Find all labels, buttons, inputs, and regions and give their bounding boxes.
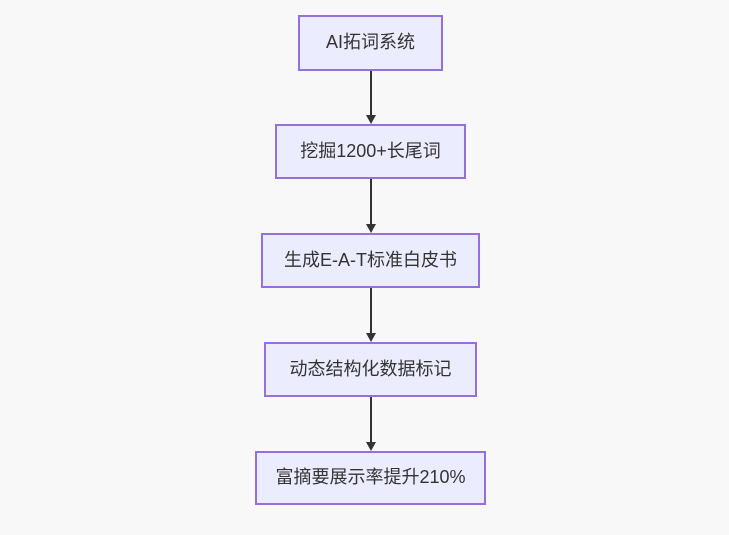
flow-node-label: 生成E-A-T标准白皮书 <box>284 249 457 270</box>
flow-edge-line <box>369 71 372 115</box>
flow-edge-2-3 <box>365 179 376 233</box>
flow-node-label: 挖掘1200+长尾词 <box>300 140 441 161</box>
flow-edge-line <box>369 179 372 224</box>
flow-node-dynamic-structured-data-markup: 动态结构化数据标记 <box>264 342 477 397</box>
flow-node-label: 富摘要展示率提升210% <box>275 467 466 488</box>
flow-node-label: 动态结构化数据标记 <box>289 358 452 379</box>
arrowhead-down-icon <box>365 442 376 451</box>
flow-edge-line <box>369 288 372 333</box>
flow-edge-1-2 <box>365 71 376 124</box>
flow-node-ai-word-expansion-system: AI拓词系统 <box>298 15 443 71</box>
flow-node-label: AI拓词系统 <box>325 32 415 53</box>
flow-edge-3-4 <box>365 288 376 342</box>
flow-node-generate-eat-whitepaper: 生成E-A-T标准白皮书 <box>261 233 480 288</box>
flow-edge-line <box>369 397 372 442</box>
flow-node-mine-longtail-keywords: 挖掘1200+长尾词 <box>275 124 466 179</box>
flow-node-rich-snippet-rate-increase: 富摘要展示率提升210% <box>255 451 486 505</box>
flow-edge-4-5 <box>365 397 376 451</box>
arrowhead-down-icon <box>365 224 376 233</box>
arrowhead-down-icon <box>365 115 376 124</box>
arrowhead-down-icon <box>365 333 376 342</box>
